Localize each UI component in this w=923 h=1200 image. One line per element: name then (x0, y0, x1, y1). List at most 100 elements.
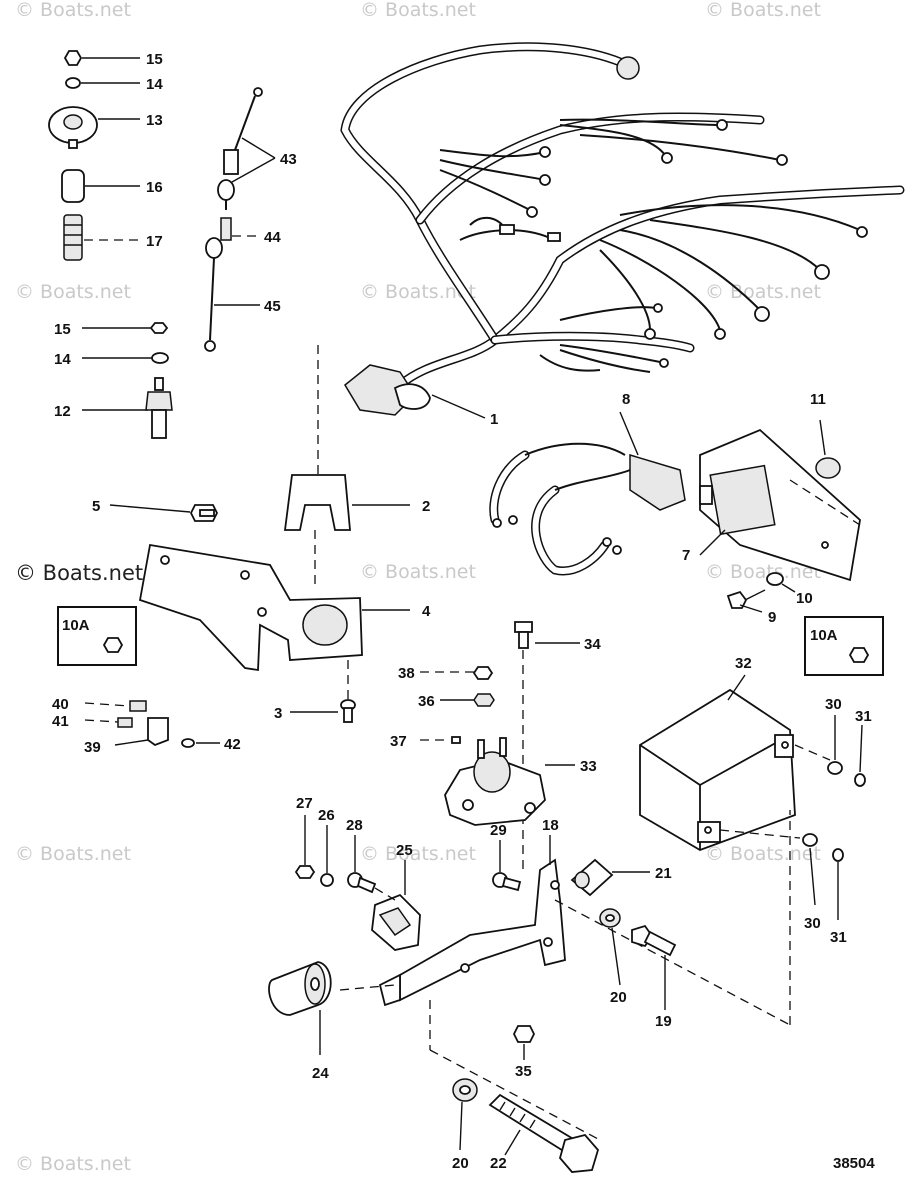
callout-24: 24 (312, 1065, 329, 1082)
callout-9: 9 (768, 609, 776, 626)
part-14-washer-lower (82, 352, 169, 364)
part-19-bolt (631, 924, 677, 1010)
callout-8: 8 (622, 391, 630, 408)
callout-11: 11 (810, 391, 826, 408)
callout-15: 15 (146, 51, 163, 68)
part-40-screw (84, 700, 147, 712)
callout-3: 3 (274, 705, 282, 722)
watermark: © Boats.net (705, 561, 821, 583)
callout-27: 27 (296, 795, 313, 812)
watermark: © Boats.net (360, 843, 476, 865)
callout-19: 19 (655, 1013, 672, 1030)
watermark: © Boats.net (15, 843, 131, 865)
part-37-pin (420, 736, 461, 744)
callout-26: 26 (318, 807, 335, 824)
callout-34: 34 (584, 636, 601, 653)
callout-31: 31 (830, 929, 847, 946)
callout-1: 1 (490, 411, 498, 428)
drawing-number: 38504 (833, 1155, 875, 1172)
callout-20: 20 (610, 989, 627, 1006)
ring-terminal (644, 328, 656, 340)
callout-22: 22 (490, 1155, 507, 1172)
part-27-nut (294, 815, 316, 879)
spade-terminal (547, 232, 561, 242)
callout-32: 32 (735, 655, 752, 672)
callout-5: 5 (92, 498, 100, 515)
part-11-grommet (789, 419, 861, 526)
part-17-nipple (63, 214, 140, 261)
part-36-nut (440, 693, 495, 707)
part-33-solenoid (444, 737, 575, 826)
part-28-screw (347, 835, 396, 901)
callout-37: 37 (390, 733, 407, 750)
ring-terminal (659, 358, 669, 368)
ring-terminal (716, 119, 728, 131)
part-21-grommet (570, 858, 650, 897)
part-30-washer-upper (827, 715, 843, 775)
part-22-bolt (488, 1093, 600, 1173)
callout-36: 36 (418, 693, 435, 710)
ring-terminal (776, 154, 788, 166)
callout-10: 10 (796, 590, 813, 607)
callout-17: 17 (146, 233, 163, 250)
callout-15: 15 (54, 321, 71, 338)
wiring-harness (340, 42, 905, 416)
callout-7: 7 (682, 547, 690, 564)
ring-terminal (856, 226, 868, 238)
ring-terminal (814, 264, 830, 280)
callout-12: 12 (54, 403, 71, 420)
callout-39: 39 (84, 739, 101, 756)
part-4-bracket (138, 543, 410, 672)
callout-18: 18 (542, 817, 559, 834)
harness-end-connector (616, 56, 640, 80)
part-15-nut-lower (82, 322, 169, 334)
part-35-nut (512, 1025, 536, 1060)
callout-2: 2 (422, 498, 430, 515)
callout-38: 38 (398, 665, 415, 682)
part-30-washer-lower (802, 833, 818, 906)
part-10-washer (766, 572, 796, 593)
ring-terminal (539, 174, 551, 186)
part-13-sender (48, 106, 140, 149)
part-10a-box-left (57, 606, 137, 666)
part-15-nut-top (63, 50, 140, 66)
ring-terminal (526, 206, 538, 218)
part-8-harness (489, 411, 686, 576)
part-3-screw (290, 660, 356, 723)
callout-30: 30 (825, 696, 842, 713)
callout-44: 44 (264, 229, 281, 246)
callout-40: 40 (52, 696, 69, 713)
watermark: © Boats.net (360, 0, 476, 21)
ring-terminal (539, 146, 551, 158)
main-watermark: © Boats.net (15, 561, 143, 585)
callout-45: 45 (264, 298, 281, 315)
callout-10a-left: 10A (62, 617, 90, 634)
callout-41: 41 (52, 713, 69, 730)
part-10a-box-right (804, 616, 884, 676)
callout-21: 21 (655, 865, 672, 882)
part-12-temperature-sender (82, 377, 173, 439)
callout-14: 14 (146, 76, 163, 93)
spade-terminal (499, 224, 515, 235)
callout-31: 31 (855, 708, 872, 725)
part-29-screw (492, 840, 522, 892)
callout-42: 42 (224, 736, 241, 753)
ring-terminal (714, 328, 726, 340)
watermark: © Boats.net (705, 281, 821, 303)
part-42-washer (181, 738, 220, 748)
callout-43: 43 (280, 151, 297, 168)
leader-1 (431, 394, 486, 419)
watermark: © Boats.net (705, 0, 821, 21)
callout-28: 28 (346, 817, 363, 834)
callout-4: 4 (422, 603, 431, 620)
part-18-bracket (378, 835, 566, 1007)
watermark: © Boats.net (360, 281, 476, 303)
callout-13: 13 (146, 112, 163, 129)
callout-14: 14 (54, 351, 71, 368)
part-2-boot (283, 474, 410, 531)
watermark: © Boats.net (15, 0, 131, 21)
part-16-adapter (61, 169, 140, 203)
callout-33: 33 (580, 758, 597, 775)
part-25-switch (371, 860, 421, 951)
